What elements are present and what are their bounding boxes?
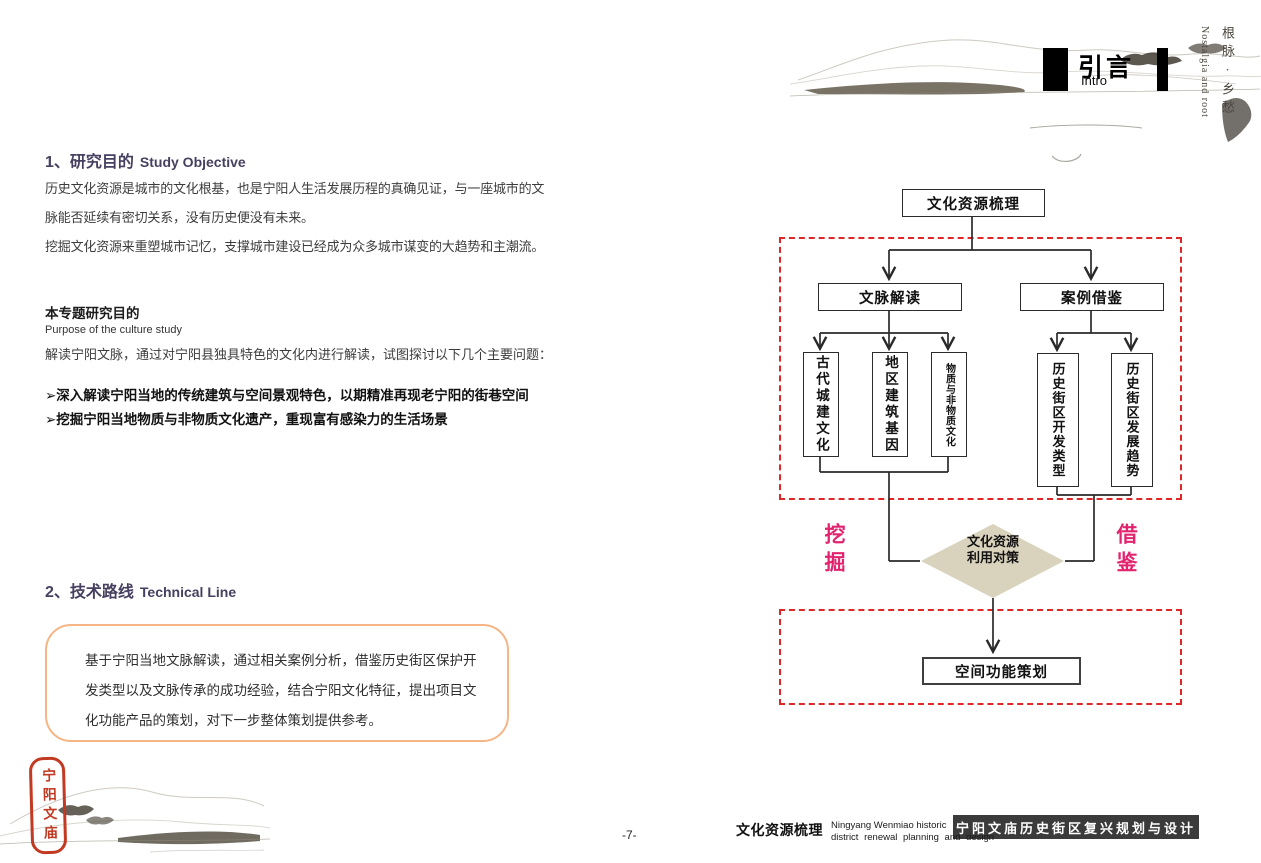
bullet-2: ➢挖掘宁阳当地物质与非物质文化遗产，重现富有感染力的生活场景 (45, 412, 448, 427)
diamond-line2: 利用对策 (966, 550, 1019, 565)
technical-line-callout: 基于宁阳当地文脉解读，通过相关案例分析，借鉴历史街区保护开发类型以及文脉传承的成… (45, 624, 509, 742)
section1-heading-en: Study Objective (139, 154, 246, 170)
flowchart-frame-result (779, 609, 1182, 705)
flowchart-frame-analysis (779, 237, 1182, 500)
node-tangible-intangible-culture: 物质与非物质文化 (931, 352, 967, 457)
page-number: -7- (622, 828, 637, 842)
section2-heading-cn: 2、技术路线 (45, 584, 134, 601)
section2-heading: 2、技术路线 Technical Line (45, 578, 236, 602)
node-tangible-intangible-culture-label: 物质与非物质文化 (943, 362, 955, 447)
side-motto-en: Nostalgia and root (1199, 26, 1210, 118)
label-excavate: 挖掘 (822, 523, 845, 579)
section1-paragraph-1: 历史文化资源是城市的文化根基，也是宁阳人生活发展历程的真确见证，与一座城市的文脉… (45, 181, 545, 225)
sub-heading-cn: 本专题研究目的 (45, 306, 140, 321)
footer-doc-title-en-line2: district renewal planning and design (831, 832, 995, 843)
ink-mountains-top (790, 39, 1261, 163)
intro-line: 解读宁阳文脉，通过对宁阳县独具特色的文化内进行解读，试图探讨以下几个主要问题： (45, 347, 553, 362)
node-culture-resource-sorting: 文化资源梳理 (902, 189, 1045, 217)
node-historic-district-trends-label: 历史街区发展趋势 (1124, 362, 1140, 478)
chapter-title: 引言 (1078, 54, 1135, 82)
footer-doc-title-en-line1: Ningyang Wenmiao historic (831, 820, 947, 831)
section2-heading-en: Technical Line (139, 584, 237, 600)
node-space-function-planning: 空间功能策划 (922, 657, 1081, 685)
section1-heading: 1、研究目的 Study Objective (45, 148, 246, 172)
node-regional-architecture-gene: 地区建筑基因 (872, 352, 908, 457)
node-historic-district-dev-types-label: 历史街区开发类型 (1050, 362, 1066, 478)
bullet-1: ➢深入解读宁阳当地的传统建筑与空间景观特色，以期精准再现老宁阳的街巷空间 (45, 388, 529, 403)
node-regional-architecture-gene-label: 地区建筑基因 (883, 355, 898, 454)
seal-text: 宁阳文庙 (40, 767, 57, 844)
diamond-line1: 文化资源 (966, 534, 1019, 549)
chapter-subtitle: Intro (1081, 73, 1108, 88)
chapter-marker-block (1043, 48, 1068, 91)
footer-project-title: 宁阳文庙历史街区复兴规划与设计 (953, 815, 1199, 839)
chapter-marker-bar (1157, 48, 1168, 91)
node-culture-resource-strategy: 文化资源 利用对策 (923, 534, 1063, 566)
node-case-reference: 案例借鉴 (1020, 283, 1164, 311)
node-ancient-city-culture-label: 古代城建文化 (814, 355, 829, 454)
seal-ningyang-wenmiao: 宁阳文庙 (28, 756, 68, 855)
section1-paragraph-2: 挖掘文化资源来重塑城市记忆，支撑城市建设已经成为众多城市谋变的大趋势和主潮流。 (45, 239, 545, 254)
footer-doc-title: 文化资源梳理 Ningyang Wenmiao historic distric… (736, 820, 1011, 844)
sub-heading-en: Purpose of the culture study (45, 324, 182, 336)
technical-line-text: 基于宁阳当地文脉解读，通过相关案例分析，借鉴历史街区保护开发类型以及文脉传承的成… (85, 653, 477, 728)
footer-doc-title-cn: 文化资源梳理 (736, 822, 823, 838)
section1-heading-cn: 1、研究目的 (45, 154, 134, 171)
node-context-interpretation: 文脉解读 (818, 283, 962, 311)
node-ancient-city-culture: 古代城建文化 (803, 352, 839, 457)
node-historic-district-dev-types: 历史街区开发类型 (1037, 353, 1079, 487)
node-historic-district-trends: 历史街区发展趋势 (1111, 353, 1153, 487)
label-reference: 借鉴 (1114, 523, 1137, 579)
side-motto-cn: 根脉·乡愁 (1220, 26, 1235, 118)
footer-doc-title-en: Ningyang Wenmiao historic district renew… (831, 820, 1011, 844)
